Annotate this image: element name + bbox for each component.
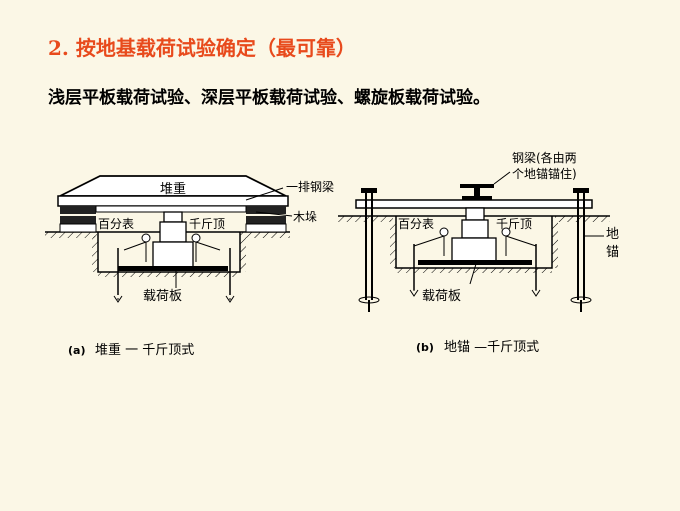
label-steel-beams: 一排钢梁	[286, 179, 334, 194]
caption-b-letter: (b)	[416, 341, 434, 354]
figure-b: 钢梁(各由两 个地锚锚住) 百分表 千斤顶 地 锚 载荷板 (b) 地锚 —千斤…	[338, 150, 619, 355]
slide-title: 2. 按地基载荷试验确定（最可靠）	[48, 36, 356, 60]
label-steel-beam-b-line2: 个地锚锚住)	[512, 166, 577, 181]
caption-a-letter: (a)	[68, 344, 85, 357]
label-load-plate-b: 载荷板	[422, 289, 461, 304]
wooden-crib-left	[59, 206, 97, 233]
label-dead-weight: 堆重	[160, 181, 186, 197]
label-dial-gauge-b: 百分表	[398, 217, 434, 231]
caption-a-text: 堆重 一 千斤顶式	[95, 342, 194, 358]
label-anchor-char2: 锚	[606, 245, 619, 260]
label-jack-a: 千斤顶	[189, 217, 225, 231]
reference-supports-b	[409, 244, 541, 297]
label-dial-gauge-a: 百分表	[98, 217, 134, 231]
steel-beam-b	[355, 199, 593, 209]
dial-gauges-b	[413, 227, 537, 256]
i-beam-b	[460, 184, 494, 200]
figure-a: 堆重 一排钢梁 木垛 百分表 千斤顶 载荷板 (a) 堆重 一 千斤顶式	[45, 175, 334, 358]
ground-anchors	[358, 188, 592, 312]
jack-a	[152, 211, 194, 269]
label-anchor-char1: 地	[606, 227, 619, 242]
load-plate-a	[118, 266, 228, 271]
label-jack-b: 千斤顶	[496, 217, 532, 231]
dial-gauges-a	[123, 233, 221, 262]
label-load-plate-a: 载荷板	[143, 289, 182, 304]
load-plate-b	[418, 260, 532, 265]
wooden-crib-right	[245, 206, 287, 233]
label-steel-beam-b-line1: 钢梁(各由两	[512, 150, 577, 165]
jack-b	[451, 207, 497, 263]
reference-supports-a	[113, 248, 235, 303]
caption-b-text: 地锚 —千斤顶式	[444, 340, 539, 355]
slide-subtitle: 浅层平板载荷试验、深层平板载荷试验、螺旋板载荷试验。	[48, 88, 490, 108]
label-wooden-crib: 木垛	[293, 209, 317, 224]
test-pit-a	[92, 232, 246, 277]
